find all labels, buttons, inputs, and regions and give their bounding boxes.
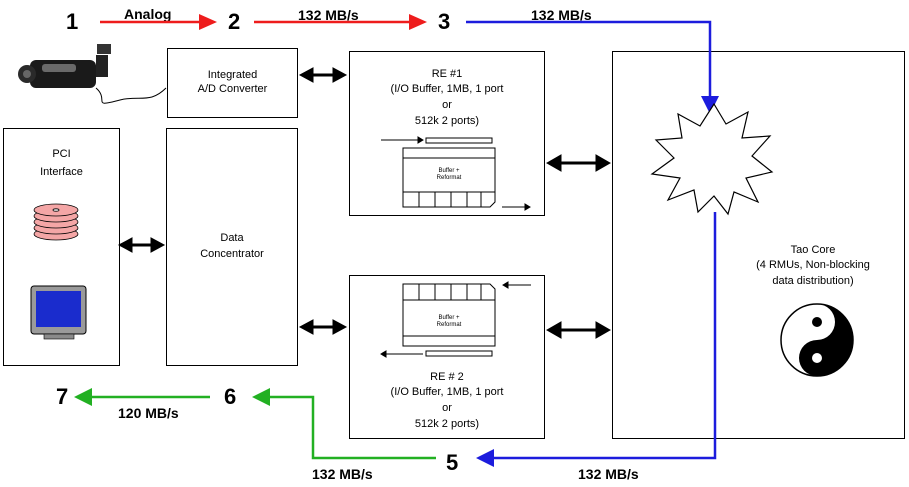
red-arrow-2-3 [254, 14, 427, 30]
ad-converter-line-1: Integrated [207, 69, 258, 81]
concentrator-line-2: Concentrator [200, 248, 264, 260]
re1-line-2: (I/O Buffer, 1MB, 1 port [390, 83, 504, 95]
monitor-icon [30, 285, 87, 340]
rate-3-4: 132 MB/s [531, 7, 592, 23]
green-arrow-5-6 [252, 388, 436, 460]
tao-core-block: Tao Core (4 RMUs, Non-blocking data dist… [612, 51, 905, 439]
double-arrow-ad-re1 [298, 67, 348, 83]
double-arrow-concentrator-re2 [298, 319, 348, 335]
yin-yang-icon [780, 303, 854, 377]
re1-chip-label-1: Buffer + [438, 168, 460, 174]
step-3: 3 [438, 9, 451, 34]
re1-line-3: or [442, 99, 452, 111]
disk-stack-icon [33, 203, 79, 241]
re2-line-2: (I/O Buffer, 1MB, 1 port [390, 386, 504, 398]
re2-line-4: 512k 2 ports) [414, 418, 480, 430]
re2-chip-label-2: Reformat [437, 322, 462, 328]
pci-line-1: PCI [52, 148, 71, 160]
re1-buffer-chip [381, 136, 531, 211]
starburst-icon [650, 102, 774, 216]
rate-6-7: 120 MB/s [118, 405, 179, 421]
re2-line-3: or [442, 402, 452, 414]
re1-chip-label-2: Reformat [437, 175, 462, 181]
step-2: 2 [228, 9, 241, 34]
rate-2-3: 132 MB/s [298, 7, 359, 23]
rate-5-6: 132 MB/s [312, 466, 373, 482]
tao-line-3: data distribution) [772, 275, 854, 287]
re2-buffer-chip [380, 281, 531, 358]
step-7: 7 [56, 384, 69, 409]
re1-line-4: 512k 2 ports) [414, 115, 480, 127]
tao-line-2: (4 RMUs, Non-blocking [756, 259, 870, 271]
re2-chip-label-1: Buffer + [438, 315, 460, 321]
blue-arrow-3-4 [466, 20, 719, 114]
pci-line-2: Interface [40, 166, 83, 178]
green-arrow-6-7 [74, 388, 210, 406]
re1-line-1: RE #1 [431, 68, 463, 80]
double-arrow-pci-concentrator [117, 237, 166, 253]
blue-arrow-4-5 [476, 212, 717, 467]
step-5: 5 [446, 450, 459, 475]
ad-converter-line-2: A/D Converter [197, 83, 268, 95]
concentrator-line-1: Data [220, 232, 244, 244]
double-arrow-re1-tao [545, 154, 612, 172]
ad-converter-block: Integrated A/D Converter [167, 48, 298, 118]
step-1: 1 [66, 9, 79, 34]
data-concentrator-block: Data Concentrator [166, 128, 298, 366]
analog-label: Analog [124, 6, 172, 22]
rate-4-5: 132 MB/s [578, 466, 639, 482]
red-arrow-1-2 [100, 14, 217, 30]
video-camera-icon [18, 44, 167, 104]
re2-line-1: RE # 2 [430, 371, 464, 383]
tao-line-1: Tao Core [790, 244, 836, 256]
step-6: 6 [224, 384, 237, 409]
double-arrow-re2-tao [545, 321, 612, 339]
